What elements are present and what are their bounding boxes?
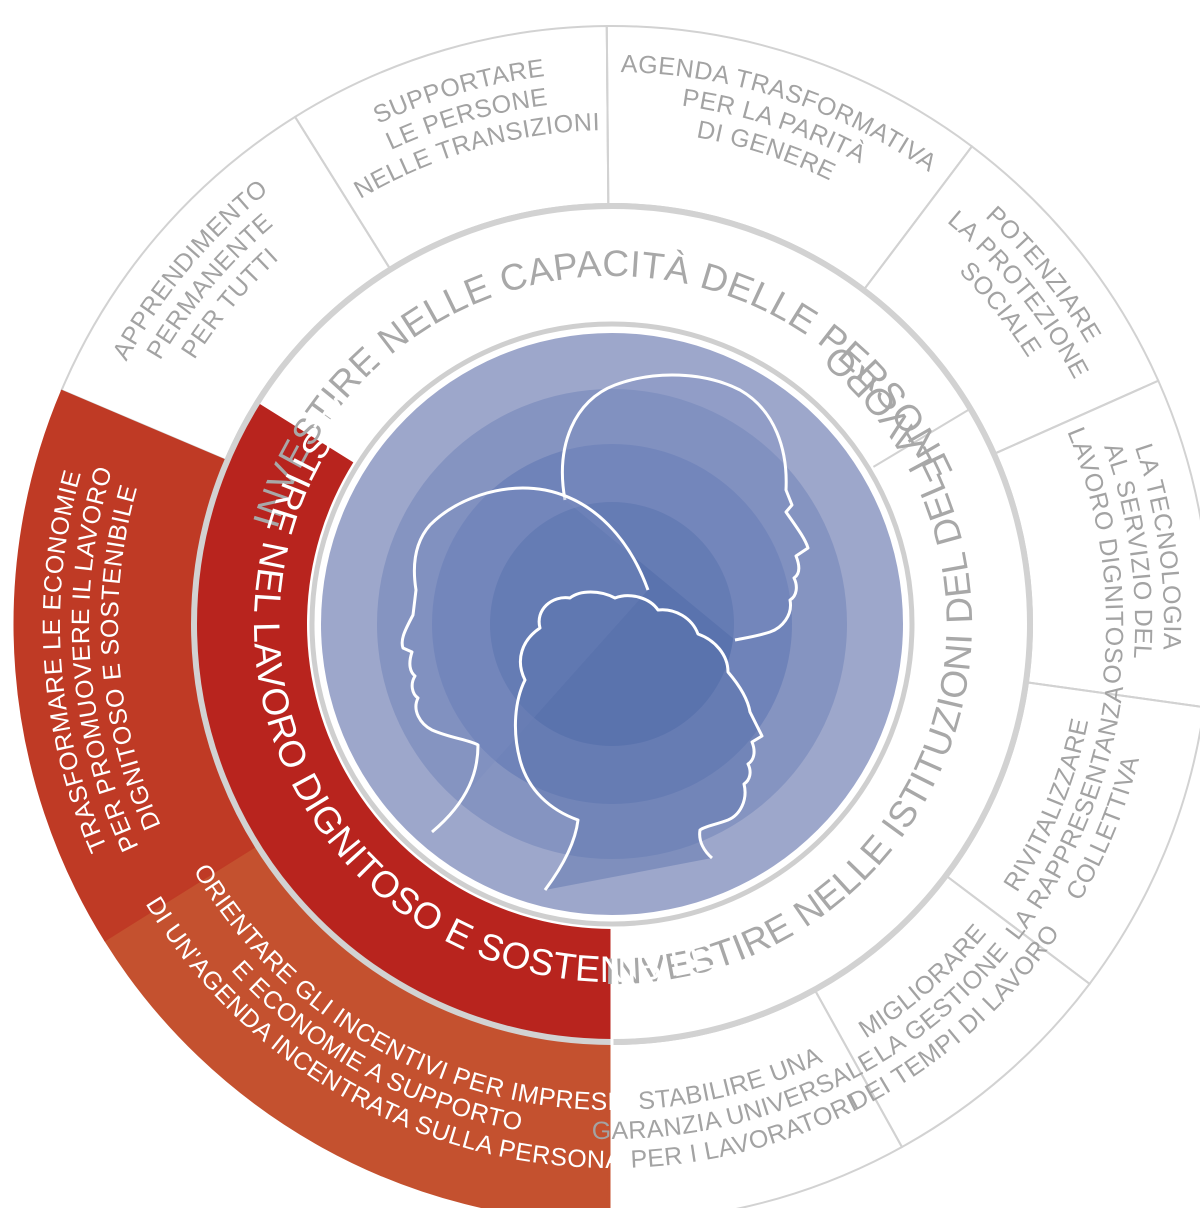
head-silhouette-back	[560, 373, 810, 642]
middle-ring	[191, 203, 1033, 1208]
outer-ring	[13, 25, 1200, 1208]
middle-segment-decent-work	[194, 402, 612, 1042]
head-silhouette-left	[400, 486, 650, 834]
outer-divider	[995, 379, 1159, 455]
outer-divider	[814, 990, 903, 1148]
outer-divider	[294, 116, 391, 269]
blue-ring-4	[490, 502, 734, 746]
head-silhouette-front	[513, 590, 764, 891]
middle-divider	[872, 407, 971, 468]
head-silhouettes	[400, 373, 810, 891]
outer-divider	[1027, 681, 1200, 708]
outer-divider	[863, 145, 973, 290]
outer-divider	[946, 875, 1091, 985]
middle-segment-white	[257, 205, 1031, 1043]
center-disc	[309, 321, 915, 927]
outer-divider	[605, 26, 610, 205]
